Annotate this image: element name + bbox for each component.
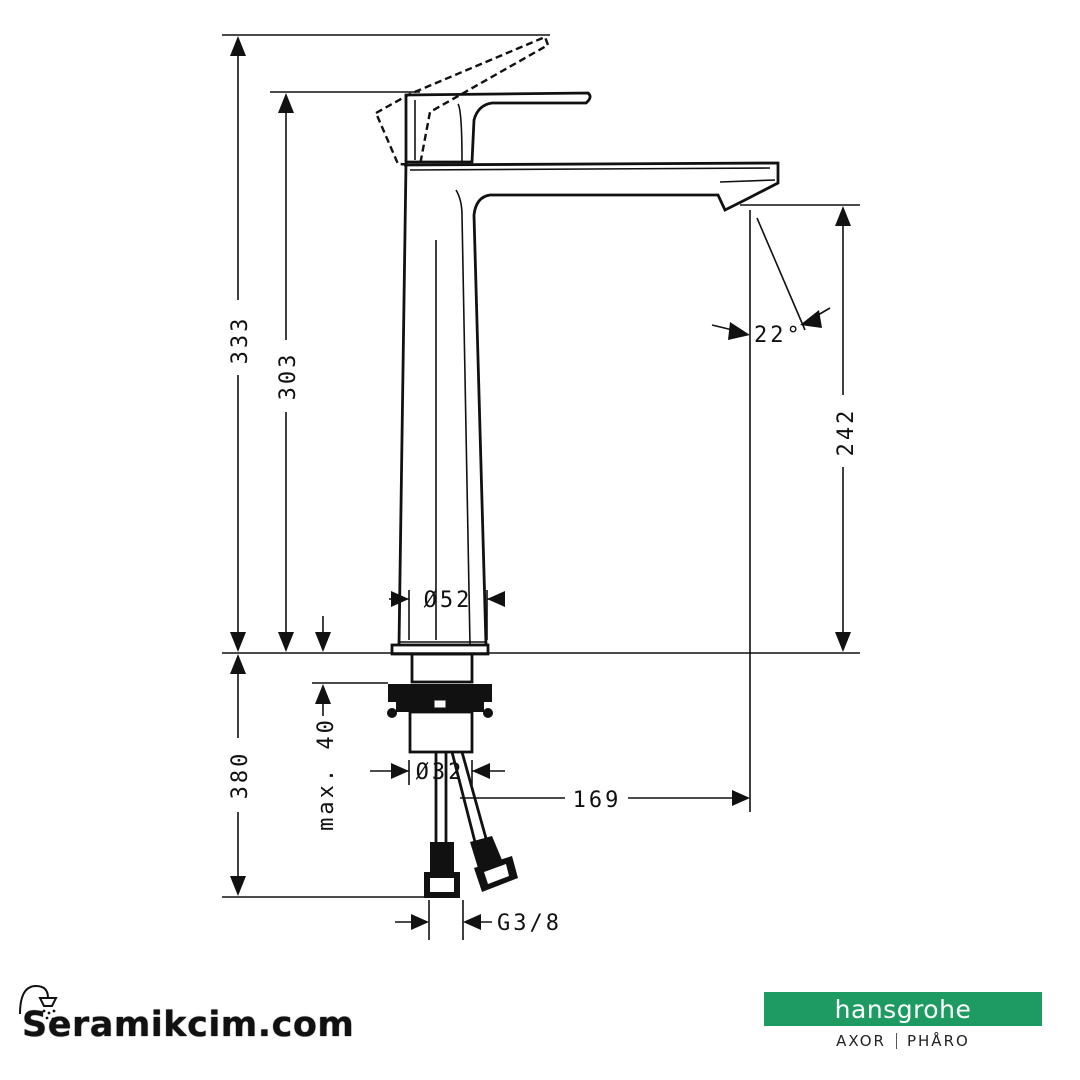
site-name: Seramikcim.com [22, 1005, 355, 1045]
dimension-242: 242 [834, 206, 859, 652]
arrow-icon [391, 763, 409, 779]
arrow-icon [487, 591, 505, 607]
dim-169-label: 169 [573, 788, 622, 813]
dim-d52-label: Ø52 [424, 588, 473, 613]
dimension-max40: max. 40 [314, 684, 339, 831]
shower-icon [19, 984, 58, 1021]
arrow-icon [728, 322, 750, 340]
dim-angle-label: 22° [754, 323, 803, 348]
arrow-icon [411, 914, 429, 930]
arrow-icon [315, 684, 331, 704]
arrow-icon [230, 654, 246, 674]
arrow-icon [278, 632, 294, 652]
dim-g38-label: G3/8 [497, 911, 562, 936]
dim-380-label: 380 [228, 751, 253, 800]
dimension-333: 333 [228, 36, 253, 652]
dimension-angle: 22° [711, 217, 831, 348]
arrow-icon [230, 36, 246, 56]
arrow-icon [800, 310, 822, 328]
logo-name: hansgrohe [834, 994, 972, 1024]
faucet-outline [374, 35, 780, 898]
logo-divider [895, 1033, 897, 1049]
arrow-icon [472, 763, 490, 779]
logo-sub: AXOR PHÅRO [764, 1032, 1042, 1050]
dimension-d52: Ø52 [389, 588, 505, 613]
arrow-icon [230, 632, 246, 652]
arrow-icon [732, 790, 750, 806]
arrow-icon [463, 914, 481, 930]
logo-sub-right: PHÅRO [906, 1032, 970, 1050]
arrow-icon [835, 632, 851, 652]
dim-303-label: 303 [276, 352, 301, 401]
arrow-icon [315, 632, 331, 652]
dimension-303: 303 [276, 93, 301, 652]
hansgrohe-logo: hansgrohe AXOR PHÅRO [764, 992, 1042, 1050]
dimension-380: 380 [228, 654, 253, 896]
dimension-169: 169 [460, 788, 750, 813]
dimension-g38: G3/8 [395, 911, 562, 936]
logo-bar: hansgrohe [764, 992, 1042, 1026]
counter-arrow [315, 616, 331, 652]
logo-sub-left: AXOR [836, 1032, 886, 1050]
dim-333-label: 333 [228, 316, 253, 365]
extension-lines [222, 34, 860, 940]
dim-max40-label: max. 40 [314, 717, 339, 831]
arrow-icon [278, 93, 294, 113]
dim-242-label: 242 [834, 408, 859, 457]
arrow-icon [835, 206, 851, 226]
arrow-icon [230, 876, 246, 896]
dimension-d32: Ø32 [370, 760, 505, 785]
